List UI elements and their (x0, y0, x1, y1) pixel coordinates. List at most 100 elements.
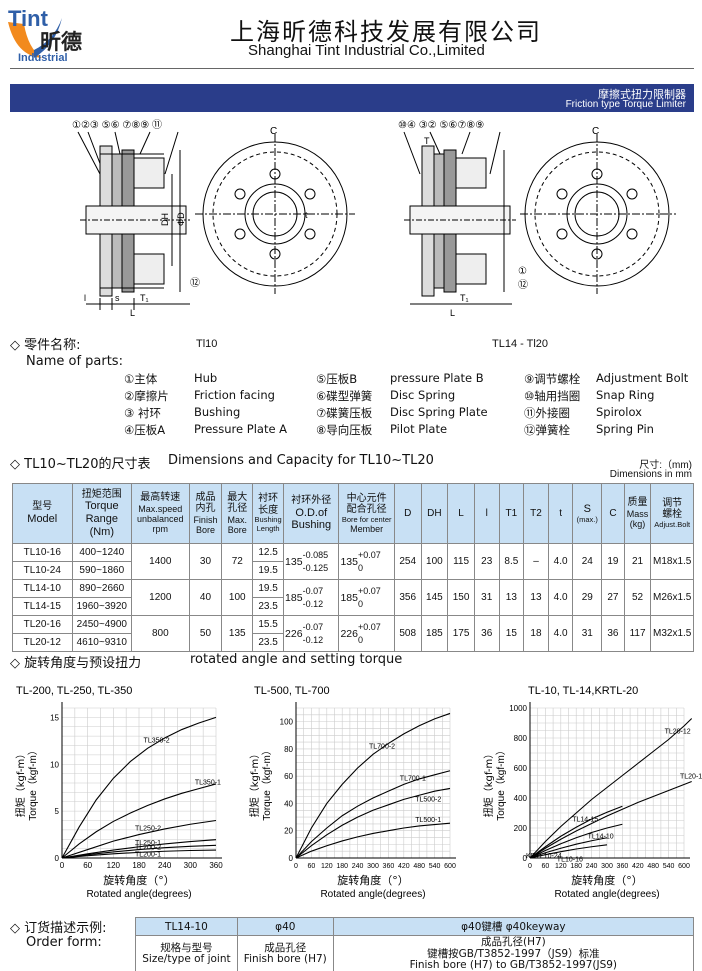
y-tick-label: 100 (280, 718, 294, 727)
part-10-cn: ⑩轴用挡圈 (524, 389, 581, 403)
x-tick-label: 300 (367, 863, 379, 870)
series-line-tl350-1 (61, 783, 217, 859)
cell-od-tol-lower: -0.12 (302, 598, 324, 609)
series-line-tl10-16 (529, 844, 608, 859)
x-tick-label: 360 (617, 863, 629, 870)
cell-od-tol-lower: -0.125 (302, 562, 329, 573)
series-label: TL200-2 (135, 845, 161, 852)
dim-L-left: L (130, 308, 135, 318)
part-5-cn: ⑤压板B (316, 372, 358, 386)
cell-center-tol-upper: +0.07 (358, 622, 381, 633)
cell-od-tol: -0.085-0.125 (303, 549, 329, 573)
y-axis-label-cn: 扭矩（kgf-m） (248, 749, 261, 817)
th-t: t (547, 483, 574, 544)
series-line-tl200-2 (61, 844, 217, 859)
cell-t: 4.0 (547, 543, 574, 580)
x-tick-label: 120 (107, 861, 121, 870)
part-7-cn: ⑦碟簧压板 (316, 406, 373, 420)
cell-T2: 18 (523, 615, 549, 652)
dims-unit-cn: 尺寸:（mm) (639, 460, 692, 471)
dim-L-right: L (450, 308, 455, 318)
series-label: TL14-10 (588, 834, 614, 841)
part-2-en: Friction facing (194, 388, 275, 402)
y-tick-label: 20 (284, 827, 293, 836)
technical-drawings: ①②③ ⑤⑥ ⑦⑧⑨ ⑪ l s T₁ L DH ΦD ⑫ C t ⑩④ ③② … (72, 119, 676, 318)
part-1-en: Hub (194, 371, 218, 385)
cell-center-base: 185 (340, 591, 358, 604)
cell-bushing-length: 23.5 (252, 597, 285, 616)
cell-D: 356 (393, 579, 422, 616)
cell-T2: – (523, 543, 549, 580)
th-l: l (473, 483, 500, 544)
cell-L: 115 (447, 543, 475, 580)
cell-center-tol-upper: +0.07 (358, 550, 381, 561)
left-callouts: ①②③ ⑤⑥ ⑦⑧⑨ ⑪ (72, 119, 162, 131)
parts-model-a: Tl10 (196, 338, 218, 350)
callout-12-right: ⑫ (518, 279, 528, 291)
series-label: TL250-1 (135, 840, 161, 847)
cell-torque: 2450~4900 (71, 615, 133, 634)
cell-C: 36 (601, 615, 625, 652)
cell-od-base: 185 (285, 591, 303, 604)
chart-title: TL-10, TL-14,KRTL-20 (528, 685, 638, 697)
series-label: TL350-2 (144, 737, 170, 744)
callout-12-left: ⑫ (190, 277, 200, 289)
series-line-krtl10-24 (529, 837, 608, 859)
cell-l: 23 (473, 543, 500, 580)
x-tick-label: 0 (294, 863, 298, 870)
cell-model: TL14-10 (12, 579, 73, 598)
order-title-cn: ◇ 订货描述示例: (10, 921, 107, 936)
y-tick-label: 200 (514, 824, 528, 833)
x-tick-label: 360 (383, 863, 395, 870)
cell-od-base: 135 (285, 555, 303, 568)
left-front-view: C t (195, 126, 355, 294)
y-tick-label: 400 (514, 794, 528, 803)
cell-center-tol-lower: 0 (358, 634, 364, 645)
x-tick-label: 600 (444, 863, 456, 870)
dim-s-left: s (115, 293, 120, 303)
x-tick-label: 0 (528, 863, 532, 870)
series-line-tl500-2 (295, 787, 451, 859)
cell-torque: 890~2660 (71, 579, 133, 598)
header-divider (10, 68, 694, 69)
cell-od-tol-lower: -0.12 (302, 634, 324, 645)
dim-c-right: C (592, 126, 599, 137)
callout-1-right: ① (518, 266, 527, 277)
product-name-en: Friction type Torque Limiter (565, 99, 686, 110)
series-label: KRTL10-24 (526, 853, 562, 860)
right-callouts: ⑩④ ③② ⑤⑥⑦⑧⑨ (398, 120, 484, 131)
parts-title-cn: ◇ 零件名称: (10, 338, 81, 353)
series-line-tl350-2 (61, 716, 217, 859)
part-7-en: Disc Spring Plate (390, 405, 488, 419)
x-tick-label: 180 (570, 863, 582, 870)
cell-t: 4.0 (547, 615, 574, 652)
th-DH: DH (420, 483, 449, 544)
y-tick-label: 0 (523, 854, 528, 863)
cell-od: 185-0.07-0.12 (283, 579, 340, 616)
cell-bolt: M18x1.5 (650, 543, 694, 580)
x-tick-label: 180 (336, 863, 348, 870)
th-L: L (447, 483, 475, 544)
curves-title-en: rotated angle and setting torque (190, 652, 403, 667)
x-tick-label: 600 (678, 863, 690, 870)
y-tick-label: 0 (55, 854, 60, 863)
part-4-cn: ④压板A (124, 423, 166, 437)
part-6-cn: ⑥碟型弹簧 (316, 389, 373, 403)
dim-t-right: T (424, 136, 430, 146)
y-axis-label-en: Torque（kgf-m） (495, 745, 507, 821)
x-tick-label: 480 (647, 863, 659, 870)
part-2-cn: ②摩擦片 (124, 389, 169, 403)
cell-speed: 1400 (131, 543, 190, 580)
x-tick-label: 360 (209, 861, 223, 870)
part-9-cn: ⑨调节螺栓 (524, 372, 581, 386)
